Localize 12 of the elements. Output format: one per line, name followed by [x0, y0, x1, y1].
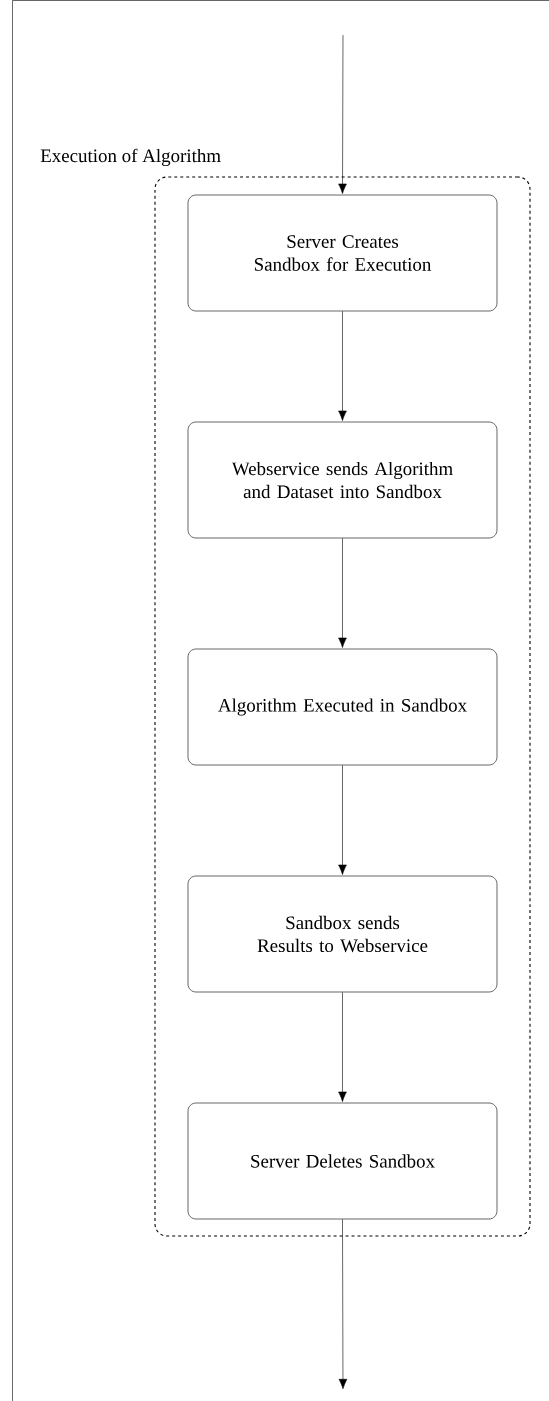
arrow — [338, 538, 347, 648]
arrow — [338, 992, 347, 1102]
group-title: Execution of Algorithm — [40, 148, 221, 167]
arrow — [338, 311, 347, 421]
process-box: Server Deletes Sandbox — [187, 1102, 498, 1220]
process-box: Webservice sends Algorithm and Dataset into Sandbox — [187, 421, 498, 539]
arrow — [338, 1219, 348, 1390]
arrow — [338, 765, 347, 875]
arrow — [338, 34, 347, 194]
process-box: Sandbox sends Results to Webservice — [187, 875, 498, 993]
process-box: Algorithm Executed in Sandbox — [187, 648, 498, 766]
process-box: Server Creates Sandbox for Execution — [187, 194, 498, 312]
